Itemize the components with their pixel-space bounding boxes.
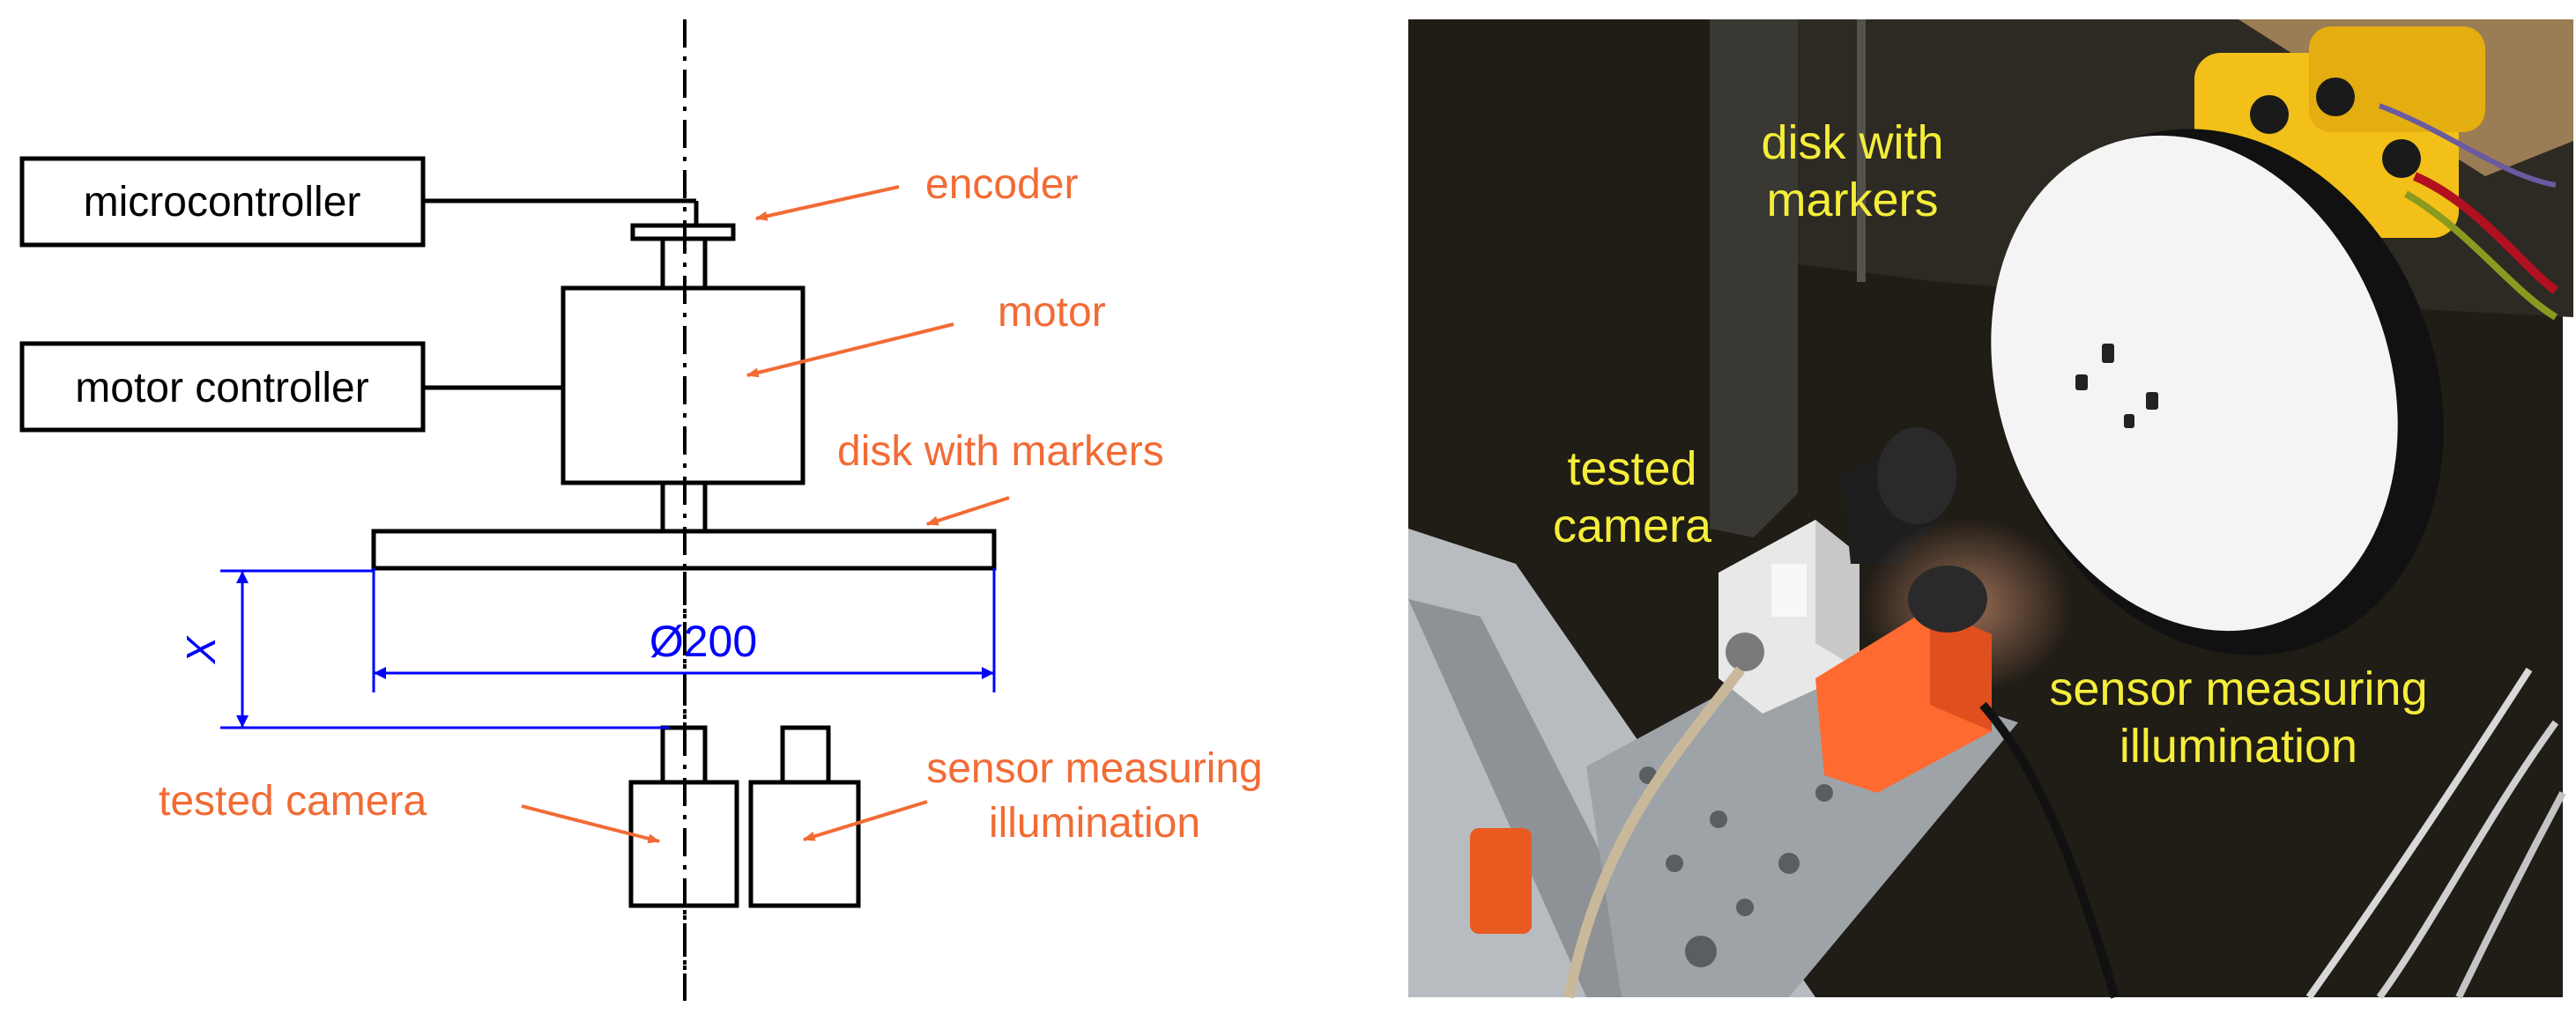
callout-arrows — [521, 185, 1010, 844]
disk-markers — [2075, 344, 2158, 428]
sensor-callout-line2: illumination — [989, 800, 1200, 847]
photo-camera — [1719, 427, 1956, 714]
sensor-body-shape — [748, 780, 861, 908]
white-cable-1 — [2305, 667, 2533, 1000]
distance-label: X — [178, 634, 224, 664]
photo-label-sensor-line2: illumination — [2119, 720, 2357, 773]
microcontroller-block: microcontroller — [19, 156, 426, 248]
photo-label-disk-line1: disk with — [1761, 116, 1943, 169]
motor-controller-block: motor controller — [19, 341, 426, 433]
motor-controller-label: motor controller — [75, 365, 368, 411]
white-cable-3 — [2455, 791, 2566, 999]
photo-sensor — [1815, 518, 2073, 793]
sensor-callout-line1: sensor measuring — [926, 745, 1263, 792]
schematic-diagram: microcontroller motor controller — [19, 19, 1263, 1001]
camera-cable — [1563, 666, 1745, 999]
disk-callout: disk with markers — [837, 428, 1164, 475]
orange-bracket — [1470, 828, 1532, 934]
cabinet-panel — [1710, 19, 1798, 537]
photo-label-sensor-line1: sensor measuring — [2049, 662, 2427, 715]
sensor-head-shape — [780, 725, 831, 785]
sensor-cable — [1979, 701, 2119, 999]
dimension-lines — [220, 568, 996, 729]
microcontroller-label: microcontroller — [84, 179, 361, 226]
diameter-label: Ø200 — [650, 617, 757, 666]
photo-label-camera-line1: tested — [1567, 442, 1696, 495]
plate-holes — [1639, 766, 1833, 967]
camera-callout: tested camera — [159, 778, 427, 825]
setup-photo: disk with markers tested camera sensor m… — [1408, 19, 2573, 1000]
disk-face — [1991, 135, 2398, 632]
photo-label-disk-line2: markers — [1766, 174, 1938, 226]
white-cable-2 — [2376, 720, 2559, 1000]
encoder-callout: encoder — [925, 161, 1078, 208]
motor-callout: motor — [998, 289, 1106, 336]
photo-label-camera-line2: camera — [1553, 500, 1712, 552]
